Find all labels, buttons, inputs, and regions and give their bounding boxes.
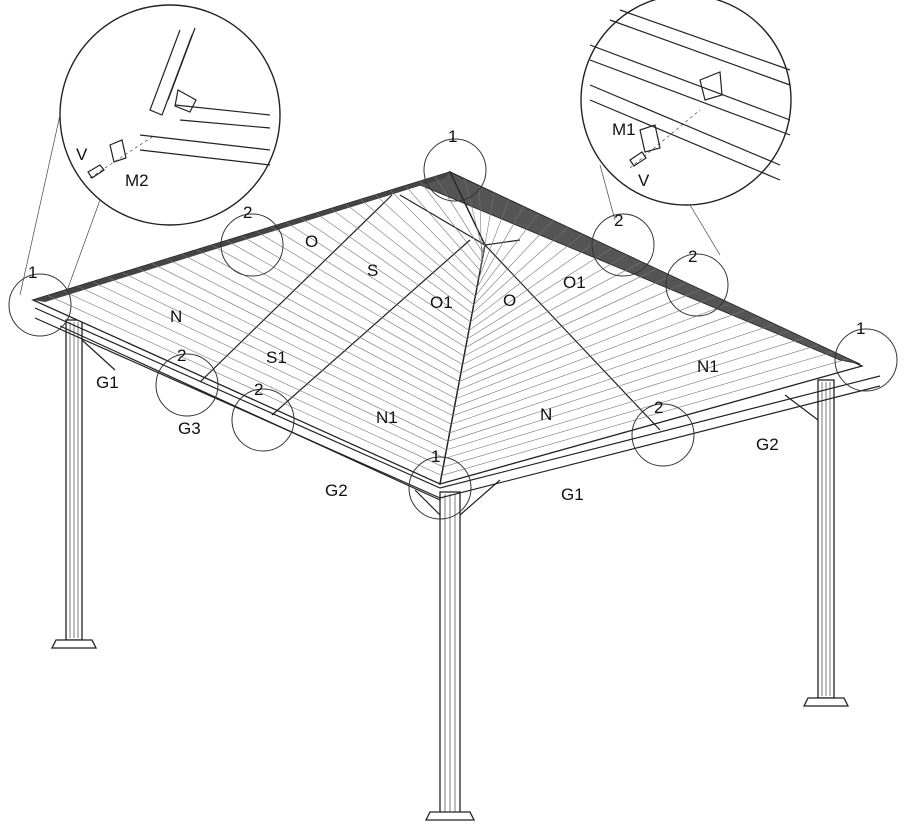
label-g1-front: G1 bbox=[561, 485, 584, 504]
roof-hatch-line bbox=[455, 296, 715, 399]
roof-hatch-line bbox=[443, 351, 833, 468]
post-front bbox=[414, 479, 501, 821]
roof bbox=[31, 170, 864, 485]
roof-hatch-line bbox=[451, 317, 760, 425]
roof-hatch-line bbox=[475, 213, 539, 297]
label-o-back-left: O bbox=[305, 232, 318, 251]
roof-hatch-line bbox=[462, 268, 657, 365]
label-n-front: N bbox=[540, 405, 552, 424]
roof-hatch-line bbox=[478, 199, 510, 280]
detail-bubble-left bbox=[19, 4, 281, 311]
post-right bbox=[784, 379, 850, 707]
roof-hatch-line bbox=[446, 337, 804, 451]
roof-hatching bbox=[47, 176, 848, 476]
callout-1-right: 1 bbox=[856, 319, 865, 338]
roof-hatch-line bbox=[471, 227, 568, 314]
label-n1-right: N1 bbox=[697, 357, 719, 376]
roof-hatch-line bbox=[47, 295, 442, 476]
roof-hatch-line bbox=[444, 344, 818, 459]
roof-hatch-line bbox=[479, 185, 483, 263]
label-g3-left: G3 bbox=[178, 419, 201, 438]
callout-1-left: 1 bbox=[28, 263, 37, 282]
label-s1-left: S1 bbox=[266, 348, 287, 367]
roof-hatch-line bbox=[476, 206, 524, 288]
label-o-center: O bbox=[503, 291, 516, 310]
label-v-right: V bbox=[638, 171, 650, 190]
roof-hatch-line bbox=[181, 254, 457, 399]
post-left bbox=[50, 319, 116, 649]
roof-hatch-line bbox=[211, 244, 460, 382]
callout-1-front: 1 bbox=[431, 447, 440, 466]
callout-2-left-b: 2 bbox=[254, 380, 263, 399]
roof-hatch-line bbox=[286, 222, 468, 340]
label-n1-front: N1 bbox=[376, 408, 398, 427]
roof-hatch-line bbox=[452, 310, 745, 416]
roof-hatch-line bbox=[479, 192, 495, 271]
roof-hatch-line bbox=[226, 240, 462, 374]
roof-hatch-line bbox=[467, 247, 613, 340]
roof-hatch-line bbox=[390, 190, 479, 280]
label-g2-front: G2 bbox=[325, 481, 348, 500]
roof-hatch-line bbox=[271, 226, 466, 348]
roof-hatch-line bbox=[419, 180, 483, 263]
label-m2-left: M2 bbox=[125, 171, 149, 190]
roof-hatch-line bbox=[434, 176, 484, 254]
detail-bubble-right bbox=[580, 0, 792, 256]
label-n-left: N bbox=[170, 307, 182, 326]
roof-hatch-line bbox=[447, 331, 789, 442]
callout-2-back-left: 2 bbox=[243, 203, 252, 222]
roof-hatch-line bbox=[122, 272, 450, 434]
roof-hatch-line bbox=[441, 358, 848, 476]
roof-hatch-line bbox=[152, 263, 453, 416]
label-s-top: S bbox=[367, 261, 378, 280]
label-m1-right: M1 bbox=[612, 120, 636, 139]
roof-hatch-line bbox=[468, 241, 598, 331]
label-o1-center: O1 bbox=[430, 293, 453, 312]
callout-1-top: 1 bbox=[448, 127, 457, 146]
label-v-left: V bbox=[76, 145, 88, 164]
roof-hatch-line bbox=[300, 217, 470, 331]
roof-hatch-line bbox=[470, 234, 583, 323]
callout-circles bbox=[8, 138, 898, 520]
roof-hatch-line bbox=[62, 290, 444, 468]
gutters bbox=[34, 307, 881, 501]
roof-hatch-line bbox=[457, 289, 701, 391]
roof-hatch-line bbox=[454, 303, 730, 408]
roof-hatch-line bbox=[137, 267, 452, 425]
roof-hatch-line bbox=[241, 235, 463, 365]
label-g2-right: G2 bbox=[756, 435, 779, 454]
roof-hatch-line bbox=[375, 194, 478, 288]
roof-hatch-line bbox=[196, 249, 458, 391]
roof-hatch-line bbox=[473, 220, 554, 305]
roof-hatch-line bbox=[92, 281, 447, 451]
roof-hatch-line bbox=[449, 324, 774, 434]
roof-hatch-line bbox=[166, 258, 455, 408]
roof-hatch-line bbox=[107, 276, 449, 442]
roof-hatch-line bbox=[463, 261, 642, 357]
roof-hatch-line bbox=[330, 208, 473, 314]
roof-hatch-line bbox=[315, 212, 471, 323]
callout-2-front-right: 2 bbox=[654, 398, 663, 417]
label-g1-left: G1 bbox=[96, 373, 119, 392]
roof-hatch-line bbox=[77, 286, 445, 459]
callout-2-back-right-b: 2 bbox=[688, 247, 697, 266]
roof-hatch-line bbox=[345, 203, 474, 305]
callout-2-back-right-a: 2 bbox=[614, 211, 623, 230]
callout-2-left-a: 2 bbox=[177, 346, 186, 365]
roof-hatch-line bbox=[465, 254, 627, 348]
roof-hatch-line bbox=[360, 199, 476, 297]
roof-hatch-line bbox=[460, 275, 671, 374]
roof-hatch-line bbox=[405, 185, 481, 271]
roof-hatch-line bbox=[256, 231, 465, 357]
roof-hatch-line bbox=[459, 282, 686, 382]
roof-hatch-line bbox=[464, 178, 484, 254]
label-o1-right: O1 bbox=[563, 273, 586, 292]
